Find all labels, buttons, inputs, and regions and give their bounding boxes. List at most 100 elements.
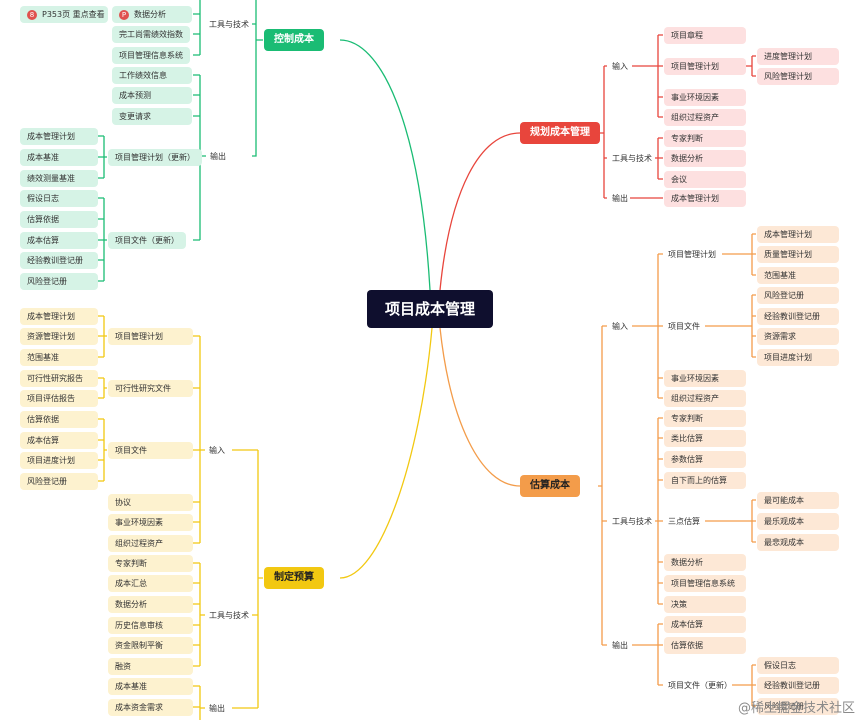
plan-input-3: 事业环境因素 bbox=[664, 89, 746, 106]
plan-output-label: 输出 bbox=[612, 194, 628, 203]
estimate-pm-plan: 项目管理计划 bbox=[668, 250, 716, 259]
estimate-pm-plan-1: 成本管理计划 bbox=[757, 226, 839, 243]
estimate-docs-update-2: 经验教训登记册 bbox=[757, 677, 839, 694]
budget-pm-plan: 项目管理计划 bbox=[108, 328, 193, 345]
estimate-docs-update-1: 假设日志 bbox=[757, 657, 839, 674]
plan-input-4: 组织过程资产 bbox=[664, 109, 746, 126]
budget-tools-label: 工具与技术 bbox=[209, 611, 249, 620]
plan-output-1: 成本管理计划 bbox=[664, 190, 746, 207]
budget-feas: 可行性研究文件 bbox=[108, 380, 193, 397]
budget-feas-2: 项目评估报告 bbox=[20, 390, 98, 407]
estimate-doc-1: 风险登记册 bbox=[757, 287, 839, 304]
budget-doc-2: 成本估算 bbox=[20, 432, 98, 449]
estimate-doc-3: 资源需求 bbox=[757, 328, 839, 345]
estimate-output-1: 成本估算 bbox=[664, 616, 746, 633]
estimate-tool-2: 类比估算 bbox=[664, 430, 746, 447]
budget-tool-2: 成本汇总 bbox=[108, 575, 193, 592]
estimate-tool-3: 参数估算 bbox=[664, 451, 746, 468]
control-tool-3: 项目管理信息系统 bbox=[112, 47, 190, 64]
estimate-input-opa: 组织过程资产 bbox=[664, 390, 746, 407]
budget-tool-4: 历史信息审核 bbox=[108, 617, 193, 634]
estimate-docs: 项目文件 bbox=[668, 322, 700, 331]
estimate-tool-7: 决策 bbox=[664, 596, 746, 613]
control-doc-4: 经验教训登记册 bbox=[20, 252, 98, 269]
control-doc-1: 假设日志 bbox=[20, 190, 98, 207]
budget-tool-5: 资金限制平衡 bbox=[108, 637, 193, 654]
estimate-tool-5: 数据分析 bbox=[664, 554, 746, 571]
attachment-icon: P bbox=[119, 9, 129, 20]
plan-input-label: 输入 bbox=[612, 62, 628, 71]
budget-pm-plan-3: 范围基准 bbox=[20, 349, 98, 366]
estimate-input-eef: 事业环境因素 bbox=[664, 370, 746, 387]
budget-feas-1: 可行性研究报告 bbox=[20, 370, 98, 387]
estimate-doc-2: 经验教训登记册 bbox=[757, 308, 839, 325]
budget-pm-plan-2: 资源管理计划 bbox=[20, 328, 98, 345]
budget-output-2: 成本资金需求 bbox=[108, 699, 193, 716]
budget-input-label: 输入 bbox=[209, 446, 225, 455]
branch-estimate-cost: 估算成本 bbox=[520, 475, 580, 497]
plan-tool-3: 会议 bbox=[664, 171, 746, 188]
root-node: 项目成本管理 bbox=[367, 290, 493, 328]
watermark: @稀土掘金技术社区 bbox=[737, 701, 855, 716]
budget-output-1: 成本基准 bbox=[108, 678, 193, 695]
top-note-label: P353页 重点查看 bbox=[42, 10, 105, 19]
plan-tool-1: 专家判断 bbox=[664, 130, 746, 147]
estimate-tool-4: 自下而上的估算 bbox=[664, 472, 746, 489]
budget-input-eef: 事业环境因素 bbox=[108, 514, 193, 531]
plan-tool-2: 数据分析 bbox=[664, 150, 746, 167]
plan-pm-plan-1: 进度管理计划 bbox=[757, 48, 839, 65]
budget-input-opa: 组织过程资产 bbox=[108, 535, 193, 552]
control-tool-1: P 数据分析 bbox=[112, 6, 192, 23]
budget-doc-1: 估算依据 bbox=[20, 411, 98, 428]
control-doc-5: 风险登记册 bbox=[20, 273, 98, 290]
estimate-three-point-3: 最悲观成本 bbox=[757, 534, 839, 551]
plan-pm-plan-2: 风险管理计划 bbox=[757, 68, 839, 85]
estimate-output-label: 输出 bbox=[612, 641, 628, 650]
plan-input-2: 项目管理计划 bbox=[664, 58, 746, 75]
estimate-three-point-1: 最可能成本 bbox=[757, 492, 839, 509]
estimate-pm-plan-3: 范围基准 bbox=[757, 267, 839, 284]
plan-input-1: 项目章程 bbox=[664, 27, 746, 44]
budget-doc-3: 项目进度计划 bbox=[20, 452, 98, 469]
control-output-label: 输出 bbox=[210, 152, 226, 161]
budget-doc-4: 风险登记册 bbox=[20, 473, 98, 490]
estimate-docs-update-3: 风险登记册 bbox=[757, 698, 839, 715]
control-doc-2: 估算依据 bbox=[20, 211, 98, 228]
control-tool-2: 完工尚需绩效指数 bbox=[112, 26, 190, 43]
branch-budget: 制定预算 bbox=[264, 567, 324, 589]
estimate-tool-1: 专家判断 bbox=[664, 410, 746, 427]
control-tool-1-label: 数据分析 bbox=[134, 10, 166, 19]
control-output-2: 成本预测 bbox=[112, 87, 192, 104]
control-pm-plan-1: 成本管理计划 bbox=[20, 128, 98, 145]
note-icon: 8 bbox=[27, 9, 37, 20]
budget-tool-3: 数据分析 bbox=[108, 596, 193, 613]
plan-tools-label: 工具与技术 bbox=[612, 154, 652, 163]
top-note[interactable]: 8 P353页 重点查看 bbox=[20, 6, 108, 23]
control-output-3: 变更请求 bbox=[112, 108, 192, 125]
budget-input-agreement: 协议 bbox=[108, 494, 193, 511]
control-output-1: 工作绩效信息 bbox=[112, 67, 192, 84]
estimate-output-2: 估算依据 bbox=[664, 637, 746, 654]
estimate-three-point-2: 最乐观成本 bbox=[757, 513, 839, 530]
estimate-tools-label: 工具与技术 bbox=[612, 517, 652, 526]
estimate-pm-plan-2: 质量管理计划 bbox=[757, 246, 839, 263]
estimate-doc-4: 项目进度计划 bbox=[757, 349, 839, 366]
budget-docs: 项目文件 bbox=[108, 442, 193, 459]
branch-control-cost: 控制成本 bbox=[264, 29, 324, 51]
estimate-docs-update: 项目文件（更新） bbox=[668, 681, 732, 690]
budget-tool-1: 专家判断 bbox=[108, 555, 193, 572]
budget-tool-6: 融资 bbox=[108, 658, 193, 675]
control-tools-label: 工具与技术 bbox=[209, 20, 249, 29]
budget-output-label: 输出 bbox=[209, 704, 225, 713]
estimate-three-point: 三点估算 bbox=[668, 517, 700, 526]
branch-plan-cost: 规划成本管理 bbox=[520, 122, 600, 144]
estimate-input-label: 输入 bbox=[612, 322, 628, 331]
control-pm-plan-3: 绩效测量基准 bbox=[20, 170, 98, 187]
control-pm-plan: 项目管理计划（更新） bbox=[108, 149, 202, 166]
budget-pm-plan-1: 成本管理计划 bbox=[20, 308, 98, 325]
control-docs: 项目文件（更新） bbox=[108, 232, 186, 249]
control-pm-plan-2: 成本基准 bbox=[20, 149, 98, 166]
control-doc-3: 成本估算 bbox=[20, 232, 98, 249]
